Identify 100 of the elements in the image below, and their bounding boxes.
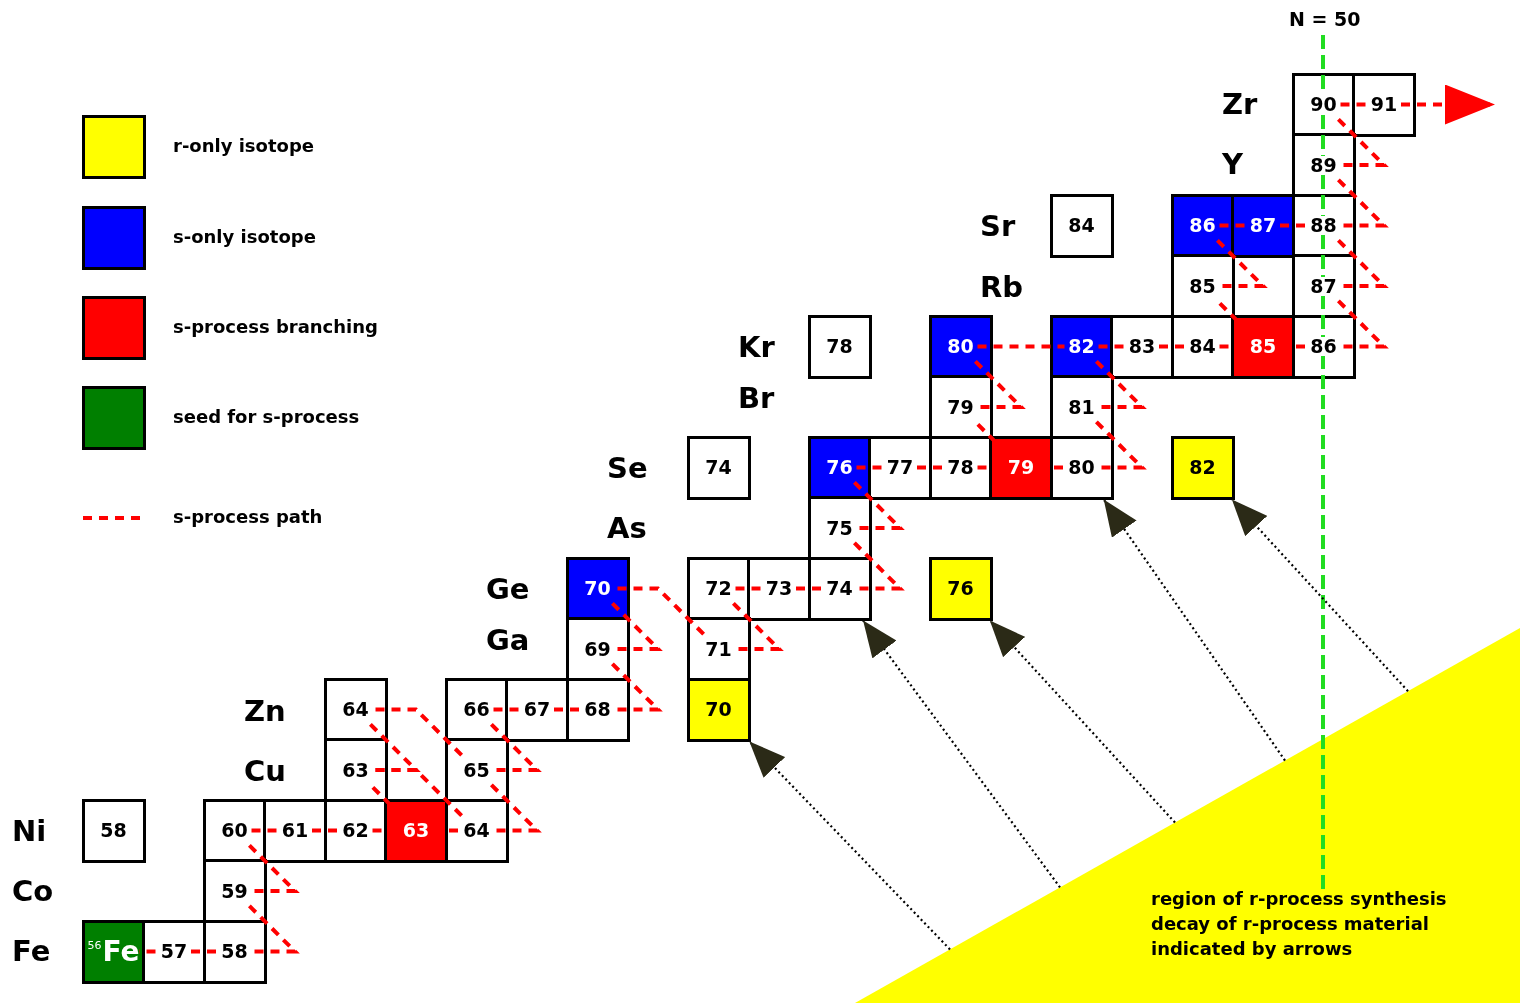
- s-process-path: [852, 540, 905, 591]
- decay-arrow: [1231, 498, 1409, 692]
- mass-number: 64: [342, 700, 369, 719]
- isotope-cell: [565, 617, 630, 681]
- mass-number: 85: [1249, 337, 1277, 356]
- element-symbol: Kr: [738, 332, 775, 362]
- isotope-cell: [686, 435, 751, 500]
- isotope-cell: [807, 496, 872, 560]
- s-process-path: [251, 828, 278, 833]
- mass-number: 64: [463, 821, 490, 840]
- s-process-path: [1094, 359, 1147, 409]
- element-symbol: Br: [738, 383, 775, 413]
- s-process-path: [735, 586, 762, 591]
- mass-number: 82: [1189, 458, 1216, 477]
- isotope-cell: [807, 314, 872, 379]
- isotope-cell: [1231, 193, 1295, 258]
- s-process-path: [1219, 223, 1246, 228]
- mass-number: 79: [947, 397, 974, 417]
- isotope-cell: [1291, 254, 1356, 318]
- s-process-path: [247, 903, 300, 954]
- isotope-cell: [444, 738, 509, 802]
- s-process-path: [1098, 344, 1125, 349]
- mass-number: 71: [705, 639, 732, 659]
- isotope-cell: [1291, 133, 1356, 197]
- mass-number: 59: [221, 881, 248, 901]
- mass-number: 72: [705, 579, 732, 598]
- s-process-path: [312, 828, 339, 833]
- s-process-path: [796, 586, 823, 591]
- s-process-path: [1280, 223, 1307, 228]
- s-process-path: [1159, 344, 1186, 349]
- isotope-cell: [928, 556, 993, 621]
- mass-number: 79: [1007, 458, 1035, 477]
- mass-number: 86: [1189, 216, 1216, 235]
- element-symbol: Zn: [244, 696, 286, 726]
- mass-number: 58: [221, 942, 248, 961]
- decay-arrow: [989, 619, 1176, 824]
- mass-number: 58: [100, 821, 127, 840]
- s-process-path: [1340, 102, 1367, 107]
- mass-number: 70: [705, 700, 732, 719]
- mass-number: 76: [826, 458, 853, 477]
- isotope-cell: [1110, 314, 1174, 379]
- decay-arrow: [748, 740, 951, 951]
- mass-number: 88: [1310, 216, 1337, 235]
- legend-label: s-process path: [173, 506, 323, 528]
- s-process-path: [489, 722, 542, 772]
- mass-number: 82: [1068, 337, 1095, 356]
- mass-number: 77: [886, 458, 914, 477]
- isotope-cell: [686, 617, 751, 681]
- isotope-cell: [142, 919, 206, 984]
- mass-number: 81: [1068, 397, 1095, 417]
- isotope-cell: [1231, 314, 1295, 379]
- isotope-cell: [202, 859, 267, 923]
- isotope-cell: [1170, 254, 1235, 318]
- isotope-cell: [1352, 72, 1416, 137]
- element-symbol: Ni: [12, 816, 47, 846]
- mass-number: 57: [160, 942, 188, 961]
- s-process-path: [973, 359, 1026, 409]
- s-process-path: [1336, 177, 1389, 228]
- s-process-path: [489, 782, 542, 833]
- isotope-cell: [868, 435, 932, 500]
- s-process-path: [375, 707, 464, 758]
- element-symbol: Se: [607, 453, 648, 483]
- s-process-path: [731, 601, 784, 651]
- mass-number: 86: [1310, 337, 1337, 356]
- mass-number: 70: [584, 579, 611, 598]
- mass-number: 67: [523, 700, 551, 719]
- region-note: decay of r-process material indicated by arrows: [1151, 912, 1430, 961]
- element-symbol: Fe: [12, 936, 51, 966]
- element-symbol: Co: [12, 876, 54, 906]
- element-symbol: Ga: [486, 625, 530, 655]
- s-process-path: [852, 480, 905, 530]
- s-process-path: [493, 707, 520, 712]
- isotope-cell: [323, 738, 388, 802]
- element-symbol: As: [607, 513, 647, 543]
- mass-number: 78: [947, 458, 974, 477]
- s-process-path: [368, 722, 421, 772]
- s-process-path: [977, 344, 1065, 349]
- s-process-path: [610, 601, 663, 651]
- mass-number: 85: [1189, 276, 1216, 296]
- isotope-cell: [81, 798, 146, 863]
- legend-label: s-process branching: [173, 316, 378, 338]
- isotope-cell: [989, 435, 1053, 500]
- mass-number: 91: [1370, 95, 1398, 114]
- decay-arrow: [862, 619, 1061, 889]
- legend-label: seed for s-process: [173, 406, 360, 428]
- decay-arrow: [1102, 498, 1286, 762]
- mass-number: 83: [1128, 337, 1156, 356]
- s-process-path: [1336, 238, 1389, 288]
- isotope-cell: [1170, 435, 1235, 500]
- mass-number: 89: [1310, 155, 1337, 175]
- mass-number: 78: [826, 337, 853, 356]
- isotope-cell: [747, 556, 811, 621]
- mass-number: 68: [584, 700, 611, 719]
- s-process-path: [917, 465, 944, 470]
- s-process-path: [554, 707, 581, 712]
- element-symbol: Y: [1222, 149, 1243, 179]
- mass-number: 63: [402, 821, 430, 840]
- mass-number: 66: [463, 700, 490, 719]
- s-process-path: [610, 661, 663, 712]
- mass-number: 74: [826, 579, 853, 598]
